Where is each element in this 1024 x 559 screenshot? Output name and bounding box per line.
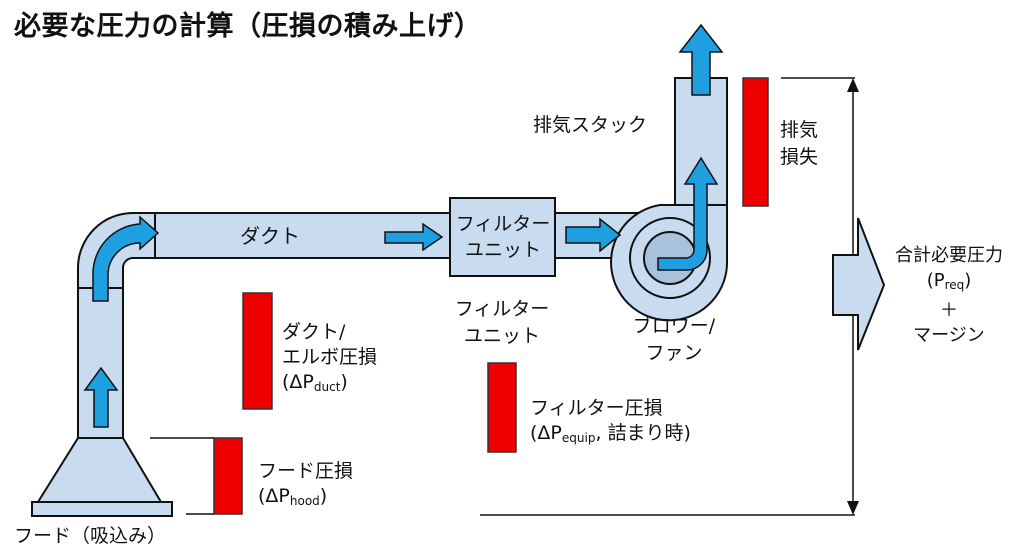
exhaust-loss-line2: 損失 bbox=[780, 146, 819, 168]
exhaust-loss-label: 排気 損失 bbox=[780, 117, 818, 171]
filter-loss-label: フィルター圧損 (ΔPequip, 詰まり時) bbox=[530, 396, 691, 451]
dimension-arrow-top-icon bbox=[847, 78, 859, 92]
flow-arrow-duct-icon bbox=[384, 222, 444, 252]
hood-flange bbox=[31, 501, 173, 517]
flow-arrow-elbow-icon bbox=[92, 215, 160, 302]
loss-bar-hood bbox=[213, 437, 243, 515]
hood-loss-title: フード圧損 bbox=[258, 460, 354, 482]
filter-loss-symbol: (ΔPequip, 詰まり時) bbox=[530, 422, 691, 445]
hood-label: フード（吸込み） bbox=[14, 525, 167, 547]
flow-arrow-filter-icon bbox=[565, 217, 622, 253]
flow-arrow-exhaust-icon bbox=[678, 23, 724, 96]
hood-loss-label: フード圧損 (ΔPhood) bbox=[258, 459, 353, 514]
total-pressure-label: 合計必要圧力 (Preq) ＋ マージン bbox=[878, 243, 1020, 348]
exhaust-stack-label: 排気スタック bbox=[533, 114, 648, 136]
dimension-arrow-bottom-icon bbox=[847, 501, 859, 515]
duct-loss-symbol: (ΔPduct) bbox=[282, 371, 348, 394]
blower-line1: ブロワー/ bbox=[632, 315, 716, 337]
duct-loss-title-1: ダクト/ bbox=[282, 321, 346, 343]
total-line1: 合計必要圧力 bbox=[895, 245, 1003, 266]
exhaust-loss-line1: 排気 bbox=[780, 119, 819, 141]
filter-unit-box bbox=[449, 197, 556, 277]
loss-bar-duct bbox=[242, 292, 273, 410]
loss-bar-exhaust bbox=[742, 77, 769, 207]
flow-arrow-up-icon bbox=[83, 366, 119, 428]
hood bbox=[31, 437, 173, 517]
filter-label-line2: ユニット bbox=[463, 325, 540, 347]
loss-bar-filter bbox=[487, 362, 517, 453]
duct-loss-label: ダクト/ エルボ圧損 (ΔPduct) bbox=[282, 320, 377, 400]
total-plus: ＋ bbox=[940, 300, 958, 321]
hood-loss-symbol: (ΔPhood) bbox=[258, 485, 328, 508]
filter-box-label: フィルター ユニット bbox=[448, 211, 558, 263]
page-title: 必要な圧力の計算（圧損の積み上げ） bbox=[14, 11, 482, 42]
total-result-arrow-icon bbox=[832, 217, 886, 351]
blower-label: ブロワー/ ファン bbox=[614, 313, 734, 367]
filter-loss-title: フィルター圧損 bbox=[530, 397, 663, 419]
hood-cone bbox=[36, 437, 163, 503]
duct-label: ダクト bbox=[240, 224, 300, 248]
filter-box-line2: ユニット bbox=[464, 239, 541, 261]
filter-box-line1: フィルター bbox=[455, 213, 551, 235]
flow-arrow-fan-icon bbox=[657, 156, 719, 271]
total-margin: マージン bbox=[913, 325, 985, 346]
duct-loss-title-2: エルボ圧損 bbox=[282, 346, 378, 368]
filter-label-line1: フィルター bbox=[454, 298, 550, 320]
total-symbol: (Preq) bbox=[926, 270, 972, 292]
filter-unit-label: フィルター ユニット bbox=[442, 296, 562, 350]
blower-line2: ファン bbox=[645, 342, 703, 364]
